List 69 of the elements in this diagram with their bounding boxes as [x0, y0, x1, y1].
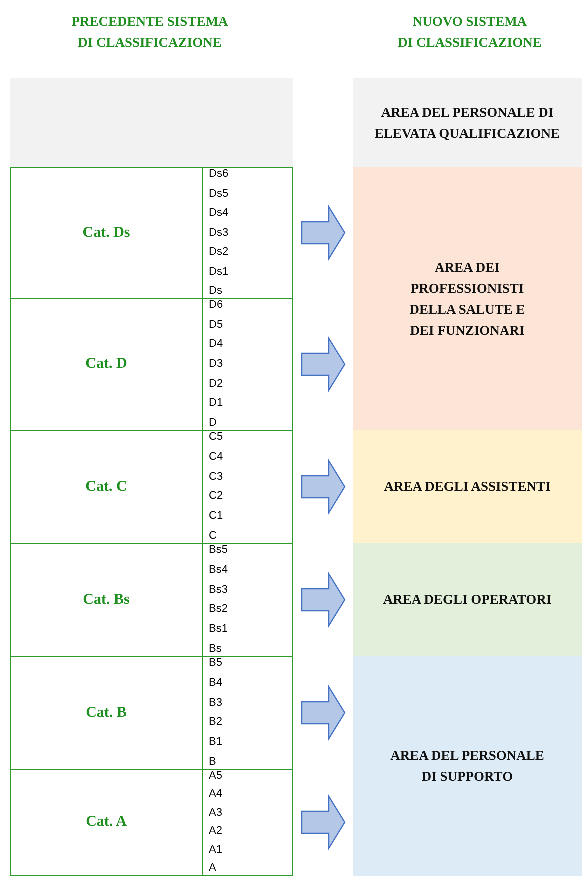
block-arrow — [301, 204, 346, 262]
category-name: Cat. Ds — [82, 224, 130, 242]
level-code: A3 — [209, 806, 224, 820]
level-code: Bs3 — [209, 584, 229, 597]
block-arrow — [301, 458, 346, 516]
category-name: Cat. B — [86, 704, 127, 722]
block-arrow — [301, 336, 346, 393]
level-code: B5 — [209, 657, 224, 670]
level-code: Bs2 — [209, 603, 229, 616]
level-code: C4 — [209, 450, 224, 464]
block-arrow — [301, 572, 346, 628]
category-row — [10, 656, 293, 770]
level-code: Ds3 — [209, 226, 230, 240]
level-code: Bs — [209, 642, 223, 656]
level-code: D4 — [209, 338, 224, 352]
category-name: Cat. C — [86, 478, 128, 496]
level-code: A2 — [209, 825, 224, 838]
level-code: Bs5 — [209, 544, 229, 557]
level-code: Ds5 — [209, 188, 230, 200]
level-code: Ds6 — [209, 168, 230, 181]
level-code: B — [209, 756, 218, 769]
area-title: AREA DEI PROFESSIONISTI DELLA SALUTE E DEI FUNZIONARI — [408, 258, 526, 340]
level-code: B1 — [209, 736, 224, 750]
column-heading: PRECEDENTE SISTEMA DI CLASSIFICAZIONE — [70, 13, 230, 52]
area-panel — [353, 656, 582, 876]
category-name: Cat. D — [86, 356, 128, 373]
level-code: A — [209, 862, 218, 875]
level-code: Ds4 — [209, 207, 230, 220]
area-panel — [353, 543, 582, 656]
level-code: B3 — [209, 696, 224, 710]
table-header-cell — [10, 78, 293, 167]
area-title: AREA DEGLI ASSISTENTI — [384, 478, 551, 496]
level-code: B4 — [209, 676, 224, 690]
category-row — [10, 430, 293, 544]
area-panel — [353, 167, 582, 430]
level-code: Ds1 — [209, 266, 230, 278]
level-code: A4 — [209, 788, 224, 802]
level-code: D6 — [209, 299, 224, 312]
level-code: D2 — [209, 378, 224, 391]
level-code: Ds — [209, 285, 224, 298]
level-code: D3 — [209, 358, 224, 371]
level-code: D1 — [209, 397, 224, 410]
category-name: Cat. Bs — [83, 592, 130, 608]
area-panel — [353, 430, 582, 543]
area-title: AREA DEL PERSONALE DI ELEVATA QUALIFICAZIONE — [374, 104, 561, 142]
category-row — [10, 298, 293, 431]
level-code: B2 — [209, 716, 224, 730]
level-code: D5 — [209, 318, 224, 332]
level-code: Bs1 — [209, 623, 229, 636]
level-code: C2 — [209, 490, 224, 504]
level-code: Ds2 — [209, 246, 230, 259]
category-row — [10, 543, 293, 657]
area-title: AREA DEL PERSONALE DI SUPPORTO — [390, 747, 546, 786]
category-row — [10, 769, 293, 876]
level-code: Bs4 — [209, 564, 229, 577]
category-name: Cat. A — [86, 814, 127, 831]
block-arrow — [301, 684, 346, 742]
level-code: A1 — [209, 844, 224, 857]
level-code: C — [209, 530, 218, 543]
level-code: C5 — [209, 431, 224, 444]
category-row — [10, 167, 293, 299]
level-code: C1 — [209, 510, 224, 524]
area-panel — [353, 78, 582, 167]
level-code: C3 — [209, 470, 224, 484]
block-arrow — [301, 794, 346, 851]
area-title: AREA DEGLI OPERATORI — [383, 591, 552, 609]
level-code: A5 — [209, 770, 224, 783]
level-code: D — [209, 416, 218, 430]
column-heading: NUOVO SISTEMA DI CLASSIFICAZIONE — [397, 13, 543, 52]
